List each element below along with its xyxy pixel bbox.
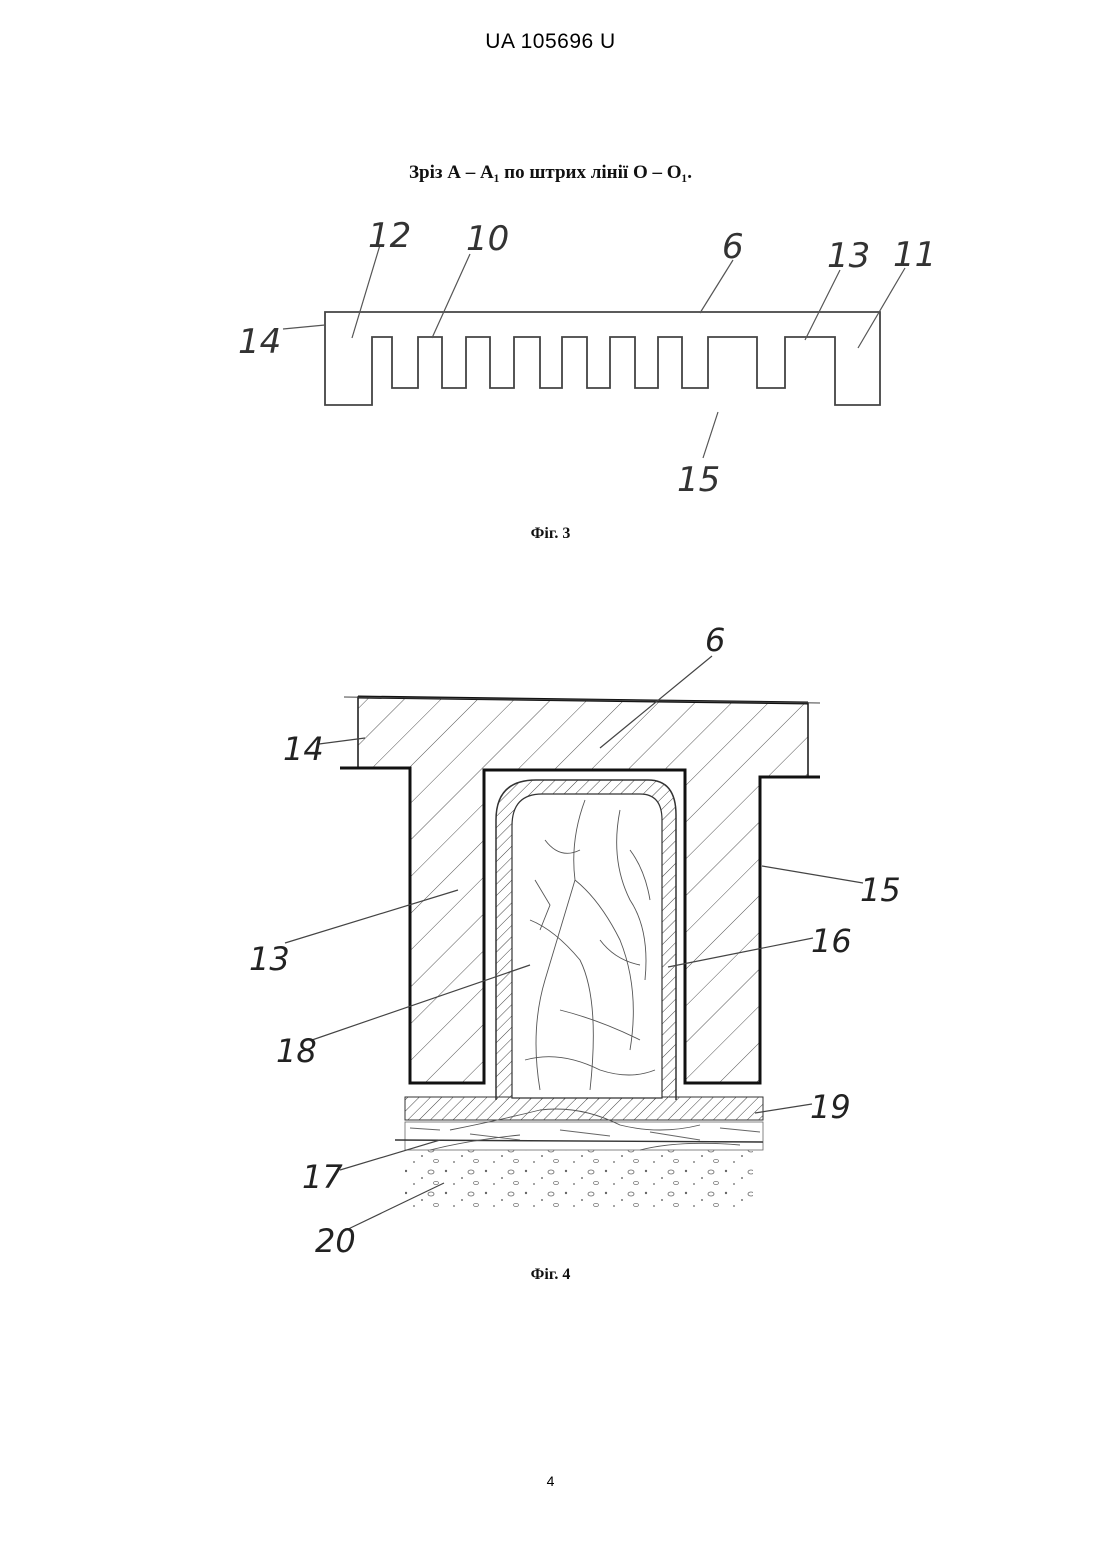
soil-layer-20 <box>405 1150 753 1212</box>
bedding-layer-19 <box>405 1097 763 1120</box>
page-number: 4 <box>0 1473 1101 1489</box>
label-18: 18 <box>276 1032 317 1070</box>
cavity-fill-18 <box>512 794 662 1098</box>
separator-line <box>395 1140 763 1142</box>
underlayer-17 <box>405 1122 763 1150</box>
leader-line-19 <box>755 1104 812 1113</box>
label-16: 16 <box>811 922 852 960</box>
label-14b: 14 <box>283 730 324 768</box>
label-17: 17 <box>302 1158 343 1196</box>
leader-line-15b <box>762 866 863 883</box>
label-13b: 13 <box>249 940 290 978</box>
label-15b: 15 <box>860 871 901 909</box>
label-6b: 6 <box>705 621 725 659</box>
label-19: 19 <box>810 1088 851 1126</box>
label-20: 20 <box>315 1222 356 1260</box>
underlayer-texture <box>410 1128 760 1140</box>
figure-4-caption: Фіг. 4 <box>0 1266 1101 1284</box>
